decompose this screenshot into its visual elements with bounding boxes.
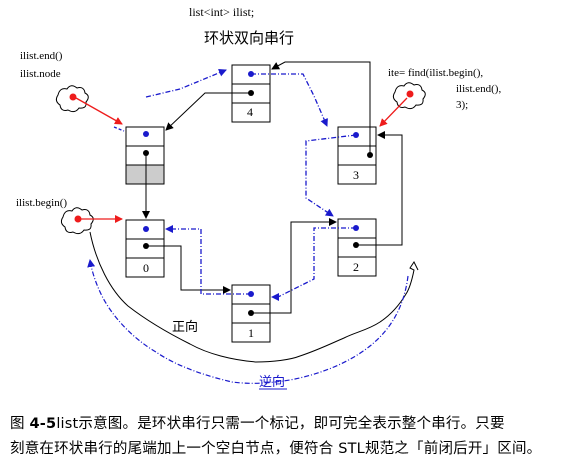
node-0-value: 0 — [143, 261, 149, 275]
forward-direction-curve — [89, 231, 419, 363]
figure-caption-line-1: 图 4-5list示意图。是环状串行只需一个标记，即可完全表示整个串行。只要 — [10, 414, 558, 435]
end-node-data-slot — [126, 165, 164, 184]
reverse-label: 逆向 — [259, 374, 285, 390]
find-iterator-arrow — [379, 97, 408, 127]
node-expr-label: ilist.node — [20, 68, 61, 80]
prev-link-3-to-2 — [305, 134, 357, 217]
find-line-3: 3); — [456, 99, 468, 111]
reverse-direction-curve — [87, 259, 409, 384]
next-link-3-to-4 — [271, 61, 371, 155]
end-iterator-cloud — [55, 85, 89, 113]
find-iterator-cloud — [392, 82, 426, 110]
prev-link-2-to-1 — [271, 227, 356, 301]
node-3-value: 3 — [353, 168, 359, 182]
prev-links — [113, 68, 357, 301]
prev-link-4-to-3 — [251, 73, 328, 127]
node-2-value: 2 — [353, 260, 359, 274]
prev-link-1-to-0 — [165, 225, 251, 295]
find-line-1: ite= find(ilist.begin(), — [388, 67, 483, 79]
figure-caption-line-2: 刻意在环状串行的尾端加上一个空白节点，便符合 STL规范之「前闭后开」区间。 — [10, 439, 558, 460]
begin-iterator-cloud — [60, 207, 94, 235]
next-link-1-to-2 — [251, 218, 337, 314]
next-link-0-to-1 — [146, 245, 231, 294]
next-link-2-to-3 — [356, 131, 403, 246]
next-links — [142, 61, 403, 314]
next-link-4-to-end — [165, 92, 251, 131]
caption-fig-prefix: 图 — [10, 416, 30, 432]
find-line-2: ilist.end(), — [456, 83, 501, 95]
caption-line-1-text: list示意图。是环状串行只需一个标记，即可完全表示整个串行。只要 — [56, 416, 505, 432]
node-1-value: 1 — [248, 326, 254, 340]
next-pointer-dots — [143, 90, 373, 316]
prev-link-end-to-4 — [145, 68, 227, 98]
end-expr-label: ilist.end() — [20, 50, 63, 62]
caption-line-2-text: 刻意在环状串行的尾端加上一个空白节点，便符合 STL规范之「前闭后开」区间。 — [10, 441, 542, 457]
caption-fig-number: 4-5 — [29, 416, 57, 432]
diagram-title: 环状双向串行 — [204, 29, 294, 47]
node-4-value: 4 — [247, 105, 253, 119]
forward-label: 正向 — [172, 319, 198, 335]
code-declaration: list<int> ilist; — [189, 5, 254, 19]
begin-expr-label: ilist.begin() — [16, 197, 67, 209]
end-iterator-arrow — [75, 97, 123, 125]
